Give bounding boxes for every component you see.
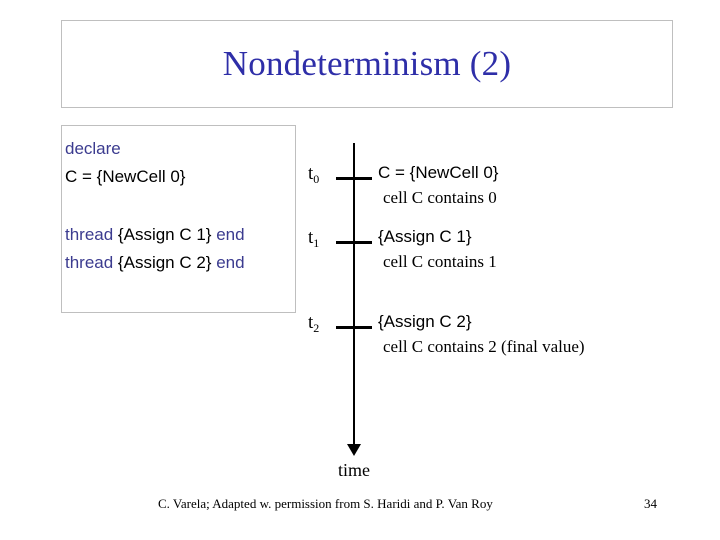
- footer-page-number: 34: [644, 496, 657, 511]
- timeline-action-t2: {Assign C 2}: [378, 312, 472, 331]
- code-keyword-end-2: end: [216, 253, 245, 272]
- code-keyword-thread-1: thread: [65, 225, 114, 244]
- timeline-axis-line: [353, 143, 355, 448]
- timeline-time-label-t0: t0: [308, 163, 320, 186]
- timeline-arrow-icon: [347, 444, 361, 456]
- timeline-time-index-t2: 2: [313, 321, 320, 335]
- code-keyword-thread-2: thread: [65, 253, 114, 272]
- timeline-time-letter-t2: t: [308, 312, 314, 333]
- timeline-tick-t0: [336, 177, 372, 180]
- timeline-time-letter-t0: t: [308, 163, 314, 184]
- code-blank-line: [65, 191, 295, 221]
- page-title: Nondeterminism (2): [222, 44, 512, 83]
- code-text-assign-1: {Assign C 1}: [113, 225, 217, 244]
- footer-credit: C. Varela; Adapted w. permission from S.…: [158, 496, 493, 511]
- code-line-declare: declare: [65, 135, 295, 163]
- timeline-time-label-t2: t2: [308, 312, 320, 335]
- timeline-time-letter-t1: t: [308, 227, 314, 248]
- code-line-thread-2: thread {Assign C 2} end: [65, 249, 295, 277]
- timeline-state-t0: cell C contains 0: [383, 188, 497, 207]
- timeline-state-t1: cell C contains 1: [383, 252, 497, 271]
- timeline-tick-t1: [336, 241, 372, 244]
- code-keyword-declare: declare: [65, 139, 121, 158]
- code-line-newcell: C = {NewCell 0}: [65, 163, 295, 191]
- timeline-time-index-t0: 0: [313, 172, 320, 186]
- code-keyword-end-1: end: [216, 225, 245, 244]
- timeline-axis-label: time: [338, 460, 370, 480]
- timeline-time-index-t1: 1: [313, 236, 320, 250]
- code-line-thread-1: thread {Assign C 1} end: [65, 221, 295, 249]
- timeline-tick-t2: [336, 326, 372, 329]
- code-text-newcell: C = {NewCell 0}: [65, 167, 186, 186]
- code-block: declare C = {NewCell 0} thread {Assign C…: [61, 125, 296, 313]
- timeline-action-t1: {Assign C 1}: [378, 227, 472, 246]
- title-placeholder: Nondeterminism (2): [61, 20, 673, 108]
- timeline-state-t2: cell C contains 2 (final value): [383, 337, 585, 356]
- code-text-assign-2: {Assign C 2}: [113, 253, 217, 272]
- timeline-action-t0: C = {NewCell 0}: [378, 163, 499, 182]
- timeline-time-label-t1: t1: [308, 227, 320, 250]
